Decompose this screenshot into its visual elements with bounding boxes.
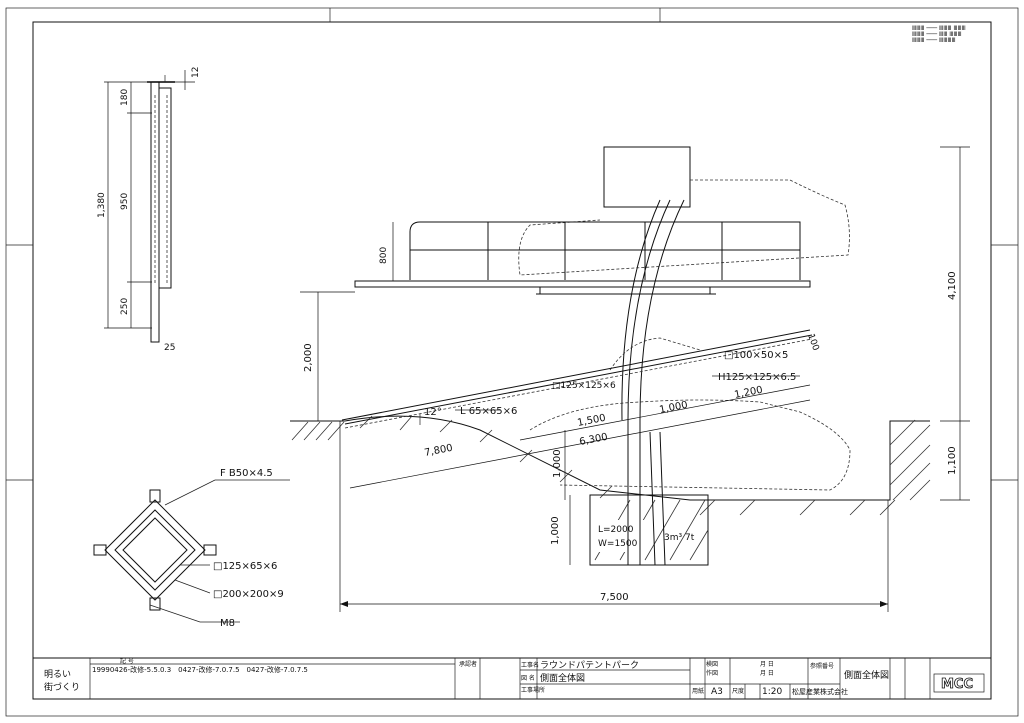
member-sq: □100×50×5 [724, 350, 788, 361]
check2: 作図 [706, 669, 718, 677]
dim-ramp-angle: 12° [424, 407, 442, 418]
ground-hatch-left [291, 421, 345, 441]
ramp [341, 329, 813, 429]
dim-1000: 1,000 [658, 400, 688, 416]
scale-value: 1:20 [762, 687, 782, 697]
check1: 検図 [706, 660, 718, 668]
dim-100: 100 [805, 333, 820, 353]
dim-1500: 1,500 [576, 413, 606, 429]
member-L: L 65×65×6 [460, 406, 517, 417]
dim-width: 7,500 [600, 592, 629, 603]
legend-line-1: ⅢⅢⅢ ─── ⅢⅢⅢ ⅢⅢⅢ [912, 25, 966, 32]
dim-plate: 12 [191, 67, 201, 78]
member-H: H125×125×6.5 [718, 372, 796, 383]
company-name: 松屋産業株式会社 [792, 687, 848, 696]
brand-box [933, 673, 985, 693]
upper-railing [409, 221, 801, 280]
size-label: 用紙 [692, 687, 704, 695]
scale-label: 尺度 [732, 687, 744, 695]
date2: 月 日 [760, 670, 774, 677]
approval-label: 承認者 [459, 660, 477, 668]
ground-hatch-slope [359, 415, 896, 516]
label-c: □125×65×6 [213, 561, 277, 572]
dim-mid: 950 [120, 193, 130, 210]
sheet-name: 側面全体図 [844, 669, 889, 681]
upper-deck [354, 280, 811, 288]
ref-label: 参照番号 [810, 662, 834, 670]
date1: 月 日 [760, 661, 774, 668]
dim-6300: 6,300 [578, 432, 608, 448]
inner-border [32, 21, 992, 700]
label-m8: M8 [220, 618, 235, 629]
logo-text-1: 明るい [44, 669, 71, 680]
legend-box: ⅢⅢⅢ ─── ⅢⅢⅢ ⅢⅢⅢ ⅢⅢⅢ ─── ⅢⅢ ⅢⅢⅢ ⅢⅢⅢ ─── Ⅲ… [912, 25, 966, 44]
section-detail: F B50×4.5 □125×65×6 □200×200×9 M8 [93, 468, 290, 629]
foundation-W: W=1500 [598, 539, 638, 549]
logo-text-2: 街づくり [44, 681, 80, 693]
label-fb: F B50×4.5 [220, 468, 273, 479]
dim-pit-depth: 1,100 [947, 446, 958, 475]
brand-logo: MCC [941, 677, 973, 692]
legend-line-3: ⅢⅢⅢ ─── ⅢⅢⅢⅢ [912, 37, 956, 44]
drawing-label: 図 名 [521, 674, 535, 682]
lower-car-outline [529, 399, 851, 491]
border-ticks [6, 8, 1018, 481]
dim-rail-height: 800 [379, 247, 389, 264]
title-block: 明るい 街づくり 記 号 19990426-改修-5.5.0.3 0427-改修… [32, 657, 992, 700]
size-value: A3 [711, 687, 723, 697]
dim-base: 25 [164, 343, 175, 353]
upper-box [603, 146, 691, 208]
label-sq: □200×200×9 [213, 589, 284, 600]
member-C: □125×125×6 [552, 381, 616, 391]
curved-post [639, 199, 685, 565]
dim-1200: 1,200 [733, 385, 763, 401]
dim-foundation: 1,000 [550, 516, 561, 545]
revision-header: 記 号 [120, 657, 134, 665]
upper-car-outline [518, 179, 850, 276]
dim-top: 180 [120, 89, 130, 106]
dim-total-height: 4,100 [947, 271, 958, 300]
dim-total: 1,380 [97, 192, 107, 218]
foundation-vol: 3m³ 7t [664, 533, 695, 543]
legend-line-2: ⅢⅢⅢ ─── ⅢⅢ ⅢⅢⅢ [912, 31, 962, 38]
dim-ramp-len: 7,800 [423, 443, 453, 459]
revision-text: 19990426-改修-5.5.0.3 0427-改修-7.0.7.5 0427… [92, 665, 308, 674]
main-elevation: L=2000 W=1500 3m³ 7t 800 [290, 146, 970, 612]
project-label: 工事名 [521, 661, 539, 669]
dim-bottom: 250 [120, 298, 130, 315]
ground-hatch-right [889, 419, 931, 501]
dept-label: 工事場所 [521, 686, 545, 694]
foundation-L: L=2000 [598, 525, 634, 535]
dim-pit-depth2: 1,000 [552, 449, 563, 478]
dim-deck-height: 2,000 [303, 343, 314, 372]
post-elevation-detail: 1,380 180 950 250 12 25 [97, 67, 201, 353]
outer-border [5, 7, 1019, 717]
drawing-name: 側面全体図 [540, 672, 585, 684]
project-name: ラウンドパテントパーク [540, 660, 639, 671]
